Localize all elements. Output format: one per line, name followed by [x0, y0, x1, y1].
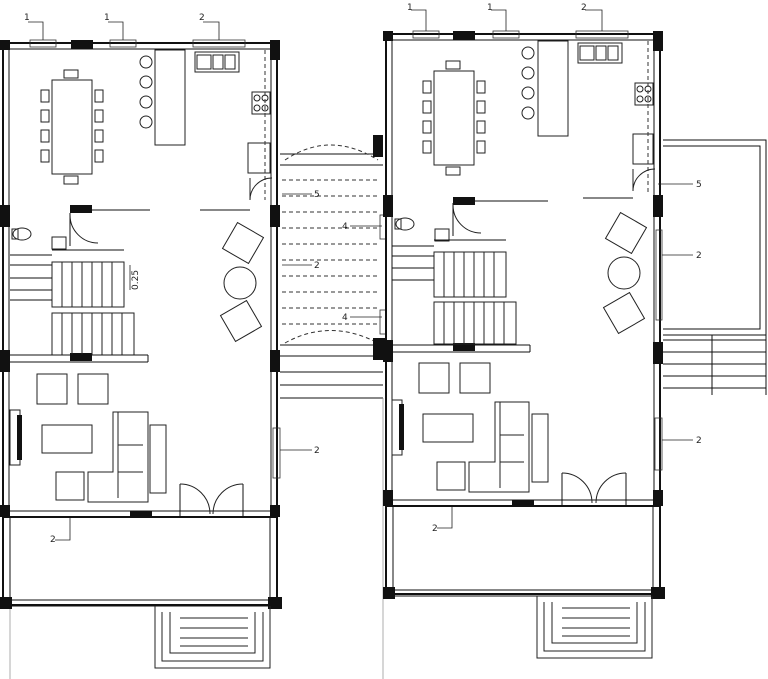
- left-unit: [0, 39, 282, 679]
- label-k: 2: [314, 446, 320, 456]
- label-j: 4: [342, 313, 348, 323]
- label-c: 2: [199, 13, 205, 23]
- middle-corridor: [280, 135, 387, 679]
- label-e: 1: [487, 3, 493, 13]
- label-b: 1: [104, 13, 110, 23]
- label-n: 2: [696, 251, 702, 261]
- label-g: 5: [314, 190, 320, 200]
- label-i: 2: [314, 261, 320, 271]
- annotations: 1 1 2 1 1 2 5 4 2 4 2 2 5 2 2 2 0.25: [24, 3, 702, 545]
- dimension-label: 0.25: [131, 270, 141, 290]
- left-dining-table: [51, 79, 93, 175]
- label-a: 1: [24, 13, 30, 23]
- label-m: 5: [696, 180, 702, 190]
- label-l: 2: [50, 535, 56, 545]
- label-p: 2: [432, 524, 438, 534]
- label-f: 2: [581, 3, 587, 13]
- label-d: 1: [407, 3, 413, 13]
- right-unit: [383, 30, 767, 659]
- right-dining-table: [433, 70, 475, 166]
- label-o: 2: [696, 436, 702, 446]
- label-h: 4: [342, 222, 348, 232]
